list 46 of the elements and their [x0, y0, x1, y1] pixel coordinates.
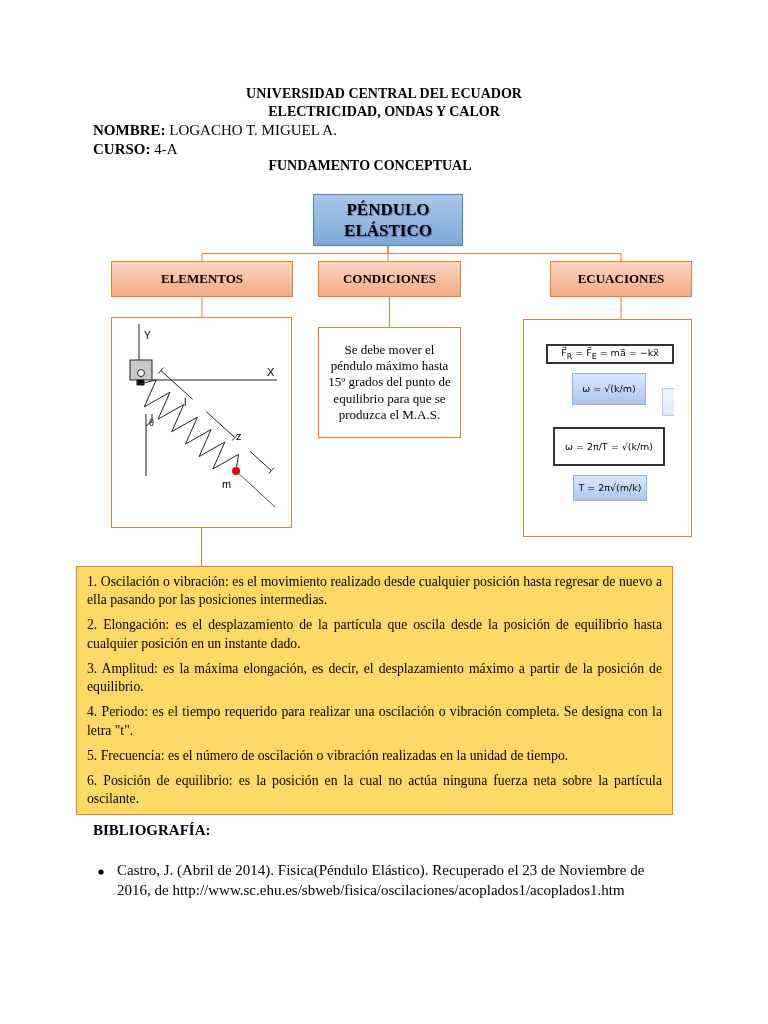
connector-line	[389, 296, 390, 328]
definitions-panel	[76, 566, 673, 815]
axis-label: Y	[144, 330, 151, 341]
equation: T = 2π√(m/k)	[578, 482, 642, 494]
course-info: CURSO: 4-A	[93, 141, 178, 158]
definition-text: 6. Posición de equilibrio: es la posición en la cual no actúa ninguna fuerza neta sobre la partícula oscilante.	[87, 771, 662, 809]
equation-box	[546, 344, 674, 364]
drawing-box	[111, 317, 292, 528]
equation-box	[573, 475, 647, 501]
equation: ω = 2π/T = √(k/m)	[564, 440, 654, 453]
condition-box	[318, 327, 461, 438]
subject-heading: ELECTRICIDAD, ONDAS Y CALOR	[267, 104, 501, 120]
equation: ω = √(k/m)	[582, 383, 636, 395]
definition-text: 5. Frecuencia: es el número de oscilación o vibración realizadas en la unidad de tiempo.	[87, 746, 570, 765]
title-box	[313, 194, 463, 246]
student-name: NOMBRE: LOGACHO T. MIGUEL A.	[93, 122, 337, 139]
equation-box	[662, 388, 674, 416]
section-heading: FUNDAMENTO CONCEPTUAL	[267, 158, 473, 174]
definition-text: 3. Amplitud: es la máxima elongación, es decir, el desplazamiento máximo a partir de la posición de equilibrio.	[87, 659, 662, 697]
category-heading: ELEMENTOS	[160, 270, 244, 288]
citation-text: Castro, J. (Abril de 2014). Fisica(Péndulo Elástico). Recuperado el 23 de Noviembre de 2016, de http://www.sc.ehu.es/sbweb/fisica/oscilaciones/acoplados1/acoplados1.htm	[117, 861, 646, 900]
connector-line	[201, 296, 203, 318]
concept-title: PÉNDULO ELÁSTICO	[343, 198, 433, 242]
category-heading: CONDICIONES	[342, 270, 437, 288]
equation-box	[572, 373, 646, 405]
university-heading: UNIVERSIDAD CENTRAL DEL ECUADOR	[245, 86, 523, 102]
connector-line	[387, 245, 622, 262]
category-box	[550, 261, 692, 297]
equation: F⃗$_{R}$ = F⃗$_{E}$ = ma⃗ = −kx⃗	[561, 346, 659, 362]
equation-box	[553, 427, 665, 466]
condition-text: Se debe mover el péndulo máximo hasta 15º grados del punto de equilibrio para que se produzca el M.A.S.	[327, 341, 452, 424]
mass-label: m	[222, 478, 232, 490]
elongation-label: z	[236, 430, 242, 442]
connector-line	[620, 296, 622, 320]
category-heading: ECUACIONES	[577, 270, 665, 288]
angle-label: θ	[149, 418, 154, 428]
connector-line	[201, 527, 202, 567]
axis-label: X	[267, 366, 275, 378]
category-box	[318, 261, 461, 297]
category-box	[111, 261, 293, 297]
definition-text: 4. Periodo: es el tiempo requerido para realizar una oscilación o vibración completa. Se designa con la letra "t".	[87, 703, 662, 740]
length-label: l	[184, 396, 187, 408]
definition-text: 2. Elongación: es el desplazamiento de la partícula que oscila desde la posición de equilibrio hasta cualquier posición en un instante dado.	[87, 616, 662, 653]
bibliography-heading: BIBLIOGRAFÍA:	[93, 822, 211, 839]
equations-box	[523, 319, 692, 537]
definition-text: 1. Oscilación o vibración: es el movimiento realizado desde cualquier posición hasta regresar de nuevo a ella pasando por las posiciones intermedias.	[87, 573, 662, 610]
